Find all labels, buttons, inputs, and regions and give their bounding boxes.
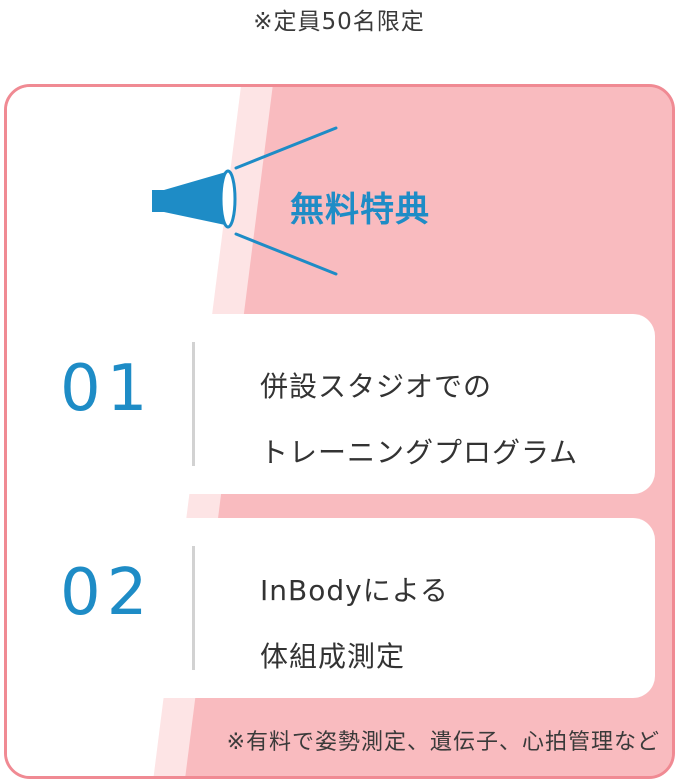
benefit-item-01: 01 併設スタジオでの トレーニングプログラム xyxy=(24,314,655,494)
item-text-line-2: トレーニングプログラム xyxy=(260,436,579,469)
benefit-item-02: 02 InBodyによる 体組成測定 xyxy=(24,518,655,698)
item-text-line-2: 体組成測定 xyxy=(260,640,406,673)
item-text-line-1: 併設スタジオでの xyxy=(260,370,493,403)
benefit-title: 無料特典 xyxy=(290,190,430,230)
item-text-line-1: InBodyによる xyxy=(260,574,449,607)
benefit-footnote: ※有料で姿勢測定、遺伝子、心拍管理など xyxy=(226,730,660,755)
megaphone-icon xyxy=(152,126,338,276)
item-number: 02 xyxy=(60,556,154,630)
item-text: 併設スタジオでの トレーニングプログラム xyxy=(260,354,578,486)
item-text: InBodyによる 体組成測定 xyxy=(260,558,449,690)
item-divider xyxy=(192,342,195,466)
item-number: 01 xyxy=(60,352,154,426)
limit-note: ※定員50名限定 xyxy=(253,9,425,35)
item-divider xyxy=(192,546,195,670)
